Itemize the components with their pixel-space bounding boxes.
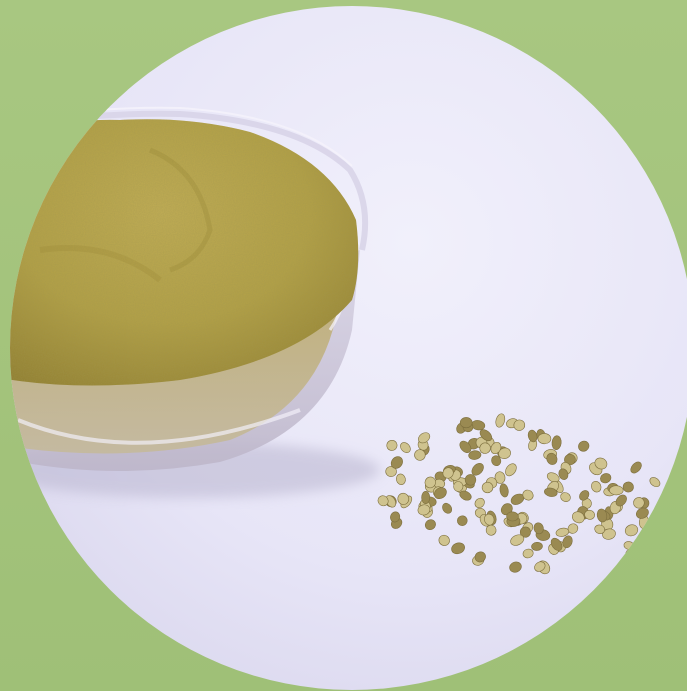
coriander-seed [519,526,531,538]
coriander-seed [499,483,509,498]
coriander-seed [471,463,484,476]
coriander-seed [602,528,616,540]
coriander-seed [479,429,493,442]
coriander-seed [555,527,570,537]
coriander-seed [417,504,431,516]
coriander-seed [578,440,590,452]
coriander-seed [624,524,639,537]
powder-fold [39,245,162,283]
coriander-seed [414,449,426,461]
coriander-seed [622,481,634,493]
coriander-seed [636,507,649,519]
coriander-seed [506,511,519,522]
coriander-seed [562,535,573,549]
coriander-seed [546,472,560,483]
coriander-seed [645,525,656,537]
coriander-seed [397,492,410,505]
coriander-seed [396,473,406,485]
coriander-seed [564,453,576,466]
coriander-seed [479,442,491,454]
coriander-seed [484,513,495,526]
coriander-seed [421,490,431,504]
coriander-seed [509,561,522,573]
coriander-seed [468,450,482,460]
coriander-seed [558,468,569,480]
coriander-seed [418,432,431,444]
coriander-seed [442,467,454,479]
coriander-seed [596,508,608,523]
coriander-seed [527,429,538,443]
coriander-seed [594,457,608,470]
coriander-seeds [377,413,661,575]
coriander-seed [537,433,552,445]
coriander-seed [442,502,453,514]
coriander-seed [510,534,525,546]
coriander-seed [544,487,558,497]
coriander-seed [572,511,585,524]
coriander-seed [513,419,526,431]
coriander-seed [474,551,486,563]
coriander-seed [633,497,645,509]
powder-texture [10,119,359,386]
coriander-seed [579,490,590,501]
coriander-seed [459,490,472,501]
coriander-seed [649,477,661,488]
coriander-seed [546,452,558,465]
coriander-seed [386,439,398,451]
coriander-seed [390,511,401,523]
coriander-seed [550,537,563,551]
coriander-seed [505,463,517,477]
coriander-seed [457,515,468,526]
coriander-seed [609,485,624,496]
coriander-seed [533,522,544,535]
coriander-seed [400,442,411,454]
coriander-seed [531,541,543,551]
coriander-seed [453,481,464,492]
coriander-seed [630,461,642,474]
coriander-seed [490,441,502,455]
coriander-seed [498,447,511,459]
coriander-seed [481,481,494,494]
coriander-seed [551,435,562,450]
coriander-seed [464,474,477,486]
coriander-seed [434,487,447,500]
coriander-seed [560,492,571,502]
coriander-seed [594,524,606,534]
glass-highlight [17,408,301,445]
coriander-seed [424,476,436,489]
coriander-seed [377,495,389,507]
coriander-seed [534,561,546,572]
coriander-seed [495,413,506,428]
coriander-seed [390,456,403,469]
coriander-seed [522,489,534,501]
coriander-seed [522,548,534,559]
coriander-seed [459,440,472,453]
coriander-seed [451,542,465,555]
coriander-seed [424,519,436,531]
coriander-seed [494,471,506,484]
powder-fold [149,147,213,273]
coriander-seed [385,466,397,477]
coriander-seed [474,497,485,509]
coriander-seed [615,494,627,507]
coriander-seed [584,509,595,520]
coriander-seed [600,473,612,484]
coriander-seed [591,481,602,493]
coriander-seed [491,455,502,467]
coriander-seed [438,534,450,546]
coriander-seed [459,417,473,429]
